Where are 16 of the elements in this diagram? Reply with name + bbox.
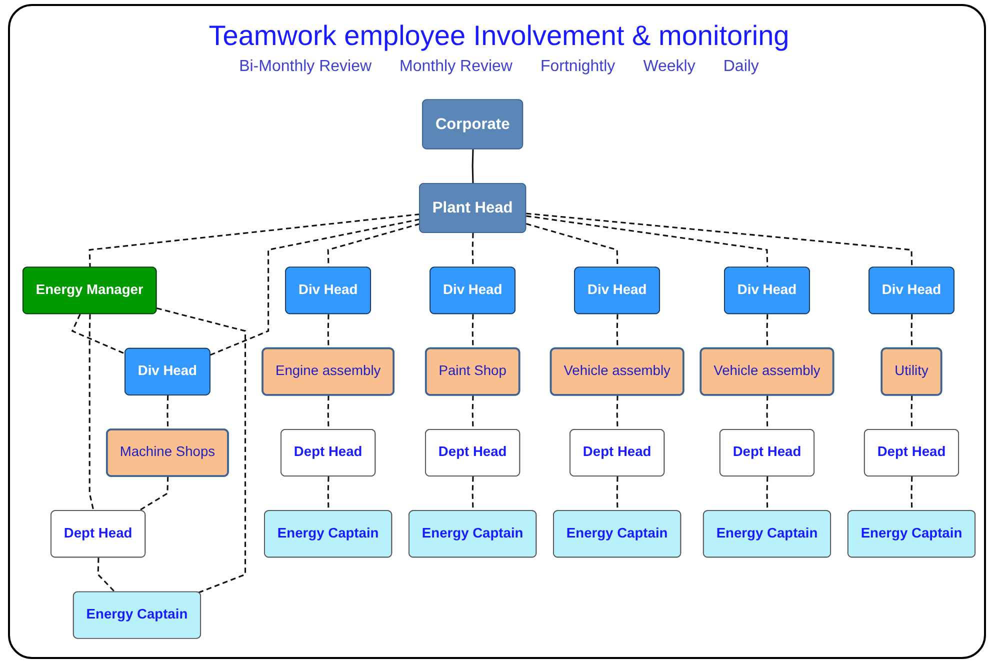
frequency-label: Fortnightly bbox=[540, 58, 616, 76]
connector bbox=[526, 215, 768, 268]
connector bbox=[71, 314, 126, 355]
connector bbox=[210, 218, 420, 356]
frequency-label: Monthly Review bbox=[400, 58, 512, 76]
frequency-label: Daily bbox=[723, 58, 759, 76]
connector bbox=[88, 213, 420, 268]
title: Teamwork employee Involvement & monitoring bbox=[208, 20, 790, 52]
connector bbox=[138, 476, 169, 512]
connector bbox=[526, 212, 913, 268]
connector bbox=[88, 314, 94, 512]
connector bbox=[97, 558, 116, 593]
frequency-label: Weekly bbox=[643, 58, 696, 76]
connector bbox=[156, 308, 246, 594]
frequency-label: Bi-Monthly Review bbox=[239, 58, 372, 76]
connector bbox=[472, 149, 474, 184]
